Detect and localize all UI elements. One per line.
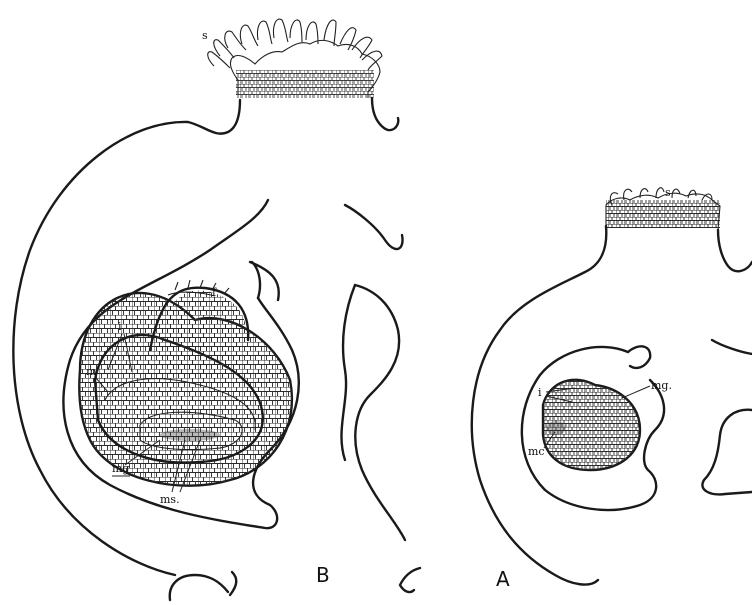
figure-a-label: A [496, 567, 510, 591]
figure-b-stigma [208, 19, 382, 98]
figure-b-column [345, 205, 403, 249]
figure-b-label-s: s [202, 29, 208, 42]
figure-a-label-i: i [538, 386, 542, 399]
figure-a-label-s: s [665, 186, 671, 199]
figure-b: s f i m mg ms. B [13, 19, 420, 600]
figure-b-base-hook [170, 575, 228, 600]
figure-b-label-m: m [86, 365, 97, 378]
figure-a-stigma [606, 188, 720, 230]
figure-b-label-ms: ms. [160, 493, 180, 506]
figure-a-label-mg: mg. [651, 379, 672, 392]
figure-b-label: B [316, 563, 330, 587]
figure-a-label-mc: mc [528, 445, 545, 458]
figure-a-ovule [540, 370, 645, 475]
figure-b-label-i: i [118, 320, 122, 333]
figure-a: s i mg. mc A [472, 186, 752, 591]
